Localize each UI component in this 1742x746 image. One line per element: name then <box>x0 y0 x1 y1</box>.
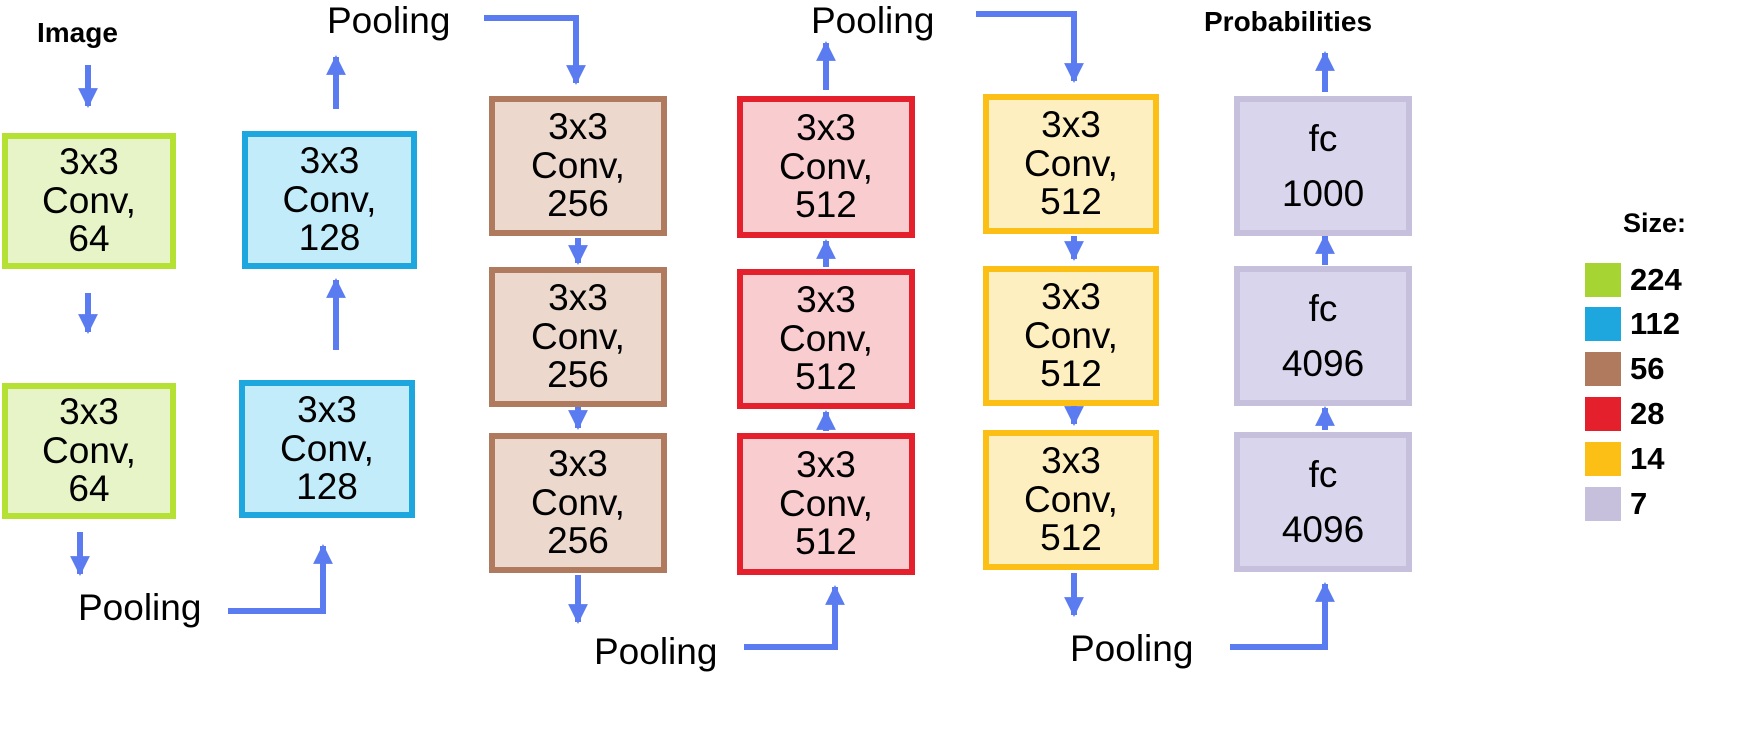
legend-swatch-7 <box>1585 487 1621 521</box>
block-text-line: Conv, <box>1024 314 1118 356</box>
block-text-line: fc <box>1308 288 1338 329</box>
pooling-label-5: Pooling <box>1070 628 1194 669</box>
pooling-label-4: Pooling <box>811 0 935 41</box>
block-text-line: 128 <box>296 466 358 508</box>
legend-swatch-28 <box>1585 397 1621 431</box>
block-text-line: Conv, <box>1024 142 1118 184</box>
block-text-line: 3x3 <box>59 390 119 432</box>
block-text-line: Conv, <box>531 144 625 186</box>
fc4096-block-1: fc 4096 <box>1234 266 1412 406</box>
block-text-line: Conv, <box>531 315 625 357</box>
legend-swatch-14 <box>1585 442 1621 476</box>
block-text-line: 3x3 <box>548 276 608 318</box>
fc1000-block: fc 1000 <box>1234 96 1412 236</box>
legend-swatch-112 <box>1585 307 1621 341</box>
block-text-line: 3x3 <box>1041 275 1101 317</box>
block-text-line: Conv, <box>280 427 374 469</box>
block-text-line: 4096 <box>1281 343 1365 384</box>
block-text-line: 3x3 <box>1041 439 1101 481</box>
legend-label-224: 224 <box>1630 262 1682 297</box>
legend-label-112: 112 <box>1630 306 1681 341</box>
block-text-line: 3x3 <box>1041 103 1101 145</box>
legend-swatch-224 <box>1585 263 1621 297</box>
block-text-line: 1000 <box>1281 173 1365 214</box>
block-text-line: 512 <box>795 521 857 563</box>
pooling-label-3: Pooling <box>594 631 718 672</box>
block-text-line: 64 <box>68 218 110 260</box>
block-text-line: Conv, <box>42 429 136 471</box>
legend-swatch-56 <box>1585 352 1621 386</box>
block-text-line: fc <box>1308 118 1338 159</box>
pooling-label-2: Pooling <box>327 0 451 41</box>
block-text-line: 512 <box>1040 353 1102 395</box>
block-text-line: 3x3 <box>796 106 856 148</box>
fc4096-block-2: fc 4096 <box>1234 432 1412 572</box>
block-text-line: 512 <box>795 184 857 226</box>
block-text-line: 3x3 <box>548 105 608 147</box>
block-text-line: 256 <box>547 183 609 225</box>
block-text-line: 128 <box>298 217 361 259</box>
legend-title: Size: <box>1623 208 1687 238</box>
block-text-line: 3x3 <box>796 443 856 485</box>
legend-label-7: 7 <box>1630 486 1648 521</box>
block-text-line: 3x3 <box>548 442 608 484</box>
block-text-line: 64 <box>68 468 110 510</box>
flow-arrow-15 <box>976 11 1084 83</box>
block-text-line: 256 <box>547 520 609 562</box>
block-text-line: Conv, <box>42 179 136 221</box>
probabilities-label: Probabilities <box>1204 6 1373 37</box>
legend-label-14: 14 <box>1630 441 1665 476</box>
block-text-line: 3x3 <box>297 388 357 430</box>
arrows <box>70 11 1335 650</box>
block-text-line: 3x3 <box>299 139 360 181</box>
block-text-line: Conv, <box>531 481 625 523</box>
block-text-line: 256 <box>547 354 609 396</box>
pooling-label-1: Pooling <box>78 587 202 628</box>
legend-label-28: 28 <box>1630 396 1665 431</box>
block-text-line: Conv, <box>1024 478 1118 520</box>
block-text-line: fc <box>1308 454 1338 495</box>
flow-arrow-7 <box>484 15 586 85</box>
image-label: Image <box>37 17 118 48</box>
block-text-line: Conv, <box>779 482 873 524</box>
block-text-line: 512 <box>1040 181 1102 223</box>
block-text-line: Conv, <box>282 178 377 220</box>
block-text-line: 512 <box>1040 517 1102 559</box>
flow-arrow-4 <box>228 544 333 614</box>
block-text-line: 512 <box>795 356 857 398</box>
flow-arrow-11 <box>744 585 845 650</box>
block-text-line: 3x3 <box>796 278 856 320</box>
block-text-line: 4096 <box>1281 509 1365 550</box>
block-text-line: Conv, <box>779 145 873 187</box>
legend-label-56: 56 <box>1630 351 1665 386</box>
block-text-line: Conv, <box>779 317 873 359</box>
block-text-line: 3x3 <box>59 140 119 182</box>
flow-arrow-19 <box>1230 582 1335 650</box>
